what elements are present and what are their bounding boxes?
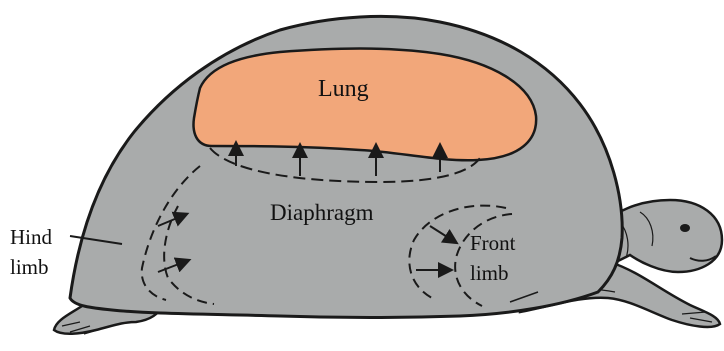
front-limb-label-line1: Front	[470, 228, 516, 258]
hind-limb-label-line1: Hind	[10, 222, 52, 252]
lung-shape	[194, 49, 537, 161]
diaphragm-label: Diaphragm	[270, 200, 373, 226]
front-limb-label: Front limb	[470, 228, 516, 288]
hind-limb-label: Hind limb	[10, 222, 52, 282]
lung-label: Lung	[318, 76, 369, 103]
front-limb-label-line2: limb	[470, 258, 516, 288]
eye-icon	[680, 224, 690, 232]
hind-limb-label-line2: limb	[10, 252, 52, 282]
